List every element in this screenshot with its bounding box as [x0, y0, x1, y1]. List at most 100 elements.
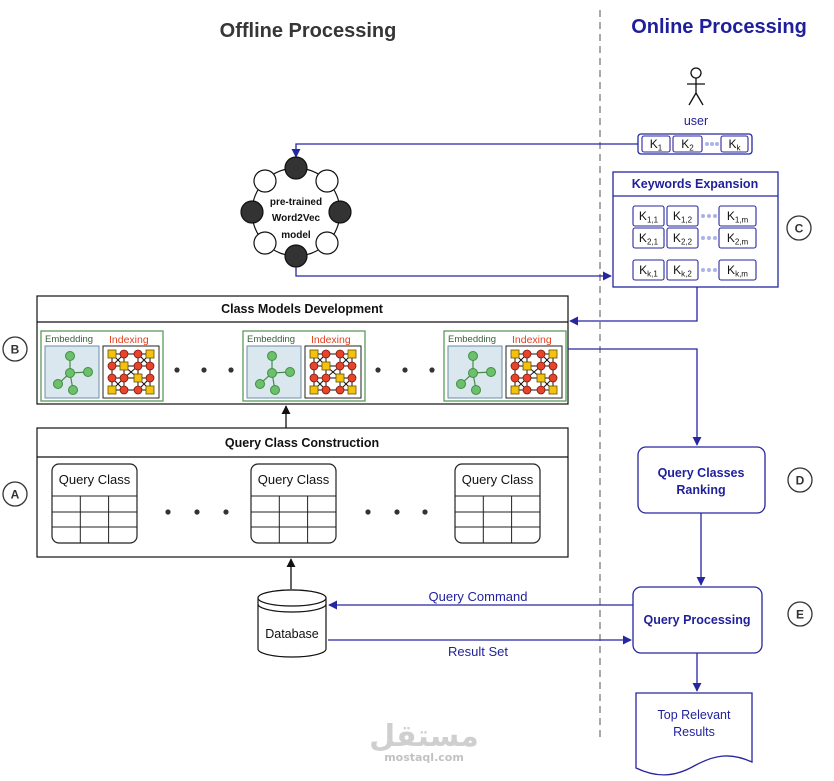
model-node-dark	[284, 156, 308, 180]
step-c-marker: C	[786, 215, 812, 241]
graph-node	[68, 385, 78, 395]
expanded-keyword-base: K	[727, 263, 735, 277]
ellipsis-dot	[228, 367, 234, 373]
ellipsis-dot	[701, 214, 705, 218]
expanded-keyword: Kk,m	[718, 259, 757, 281]
user-keyword-text: K1	[650, 137, 663, 153]
database-rim	[257, 603, 327, 613]
mesh-node-square	[347, 385, 357, 395]
embedding-graph-icon	[44, 345, 100, 399]
database-label: Database	[265, 627, 319, 641]
expanded-keyword-base: K	[727, 231, 735, 245]
user-keyword-subscript: 2	[689, 144, 694, 153]
graph-node	[267, 368, 277, 378]
user-keyword-frame	[641, 135, 671, 153]
user-keyword: Kk	[720, 135, 749, 153]
watermark-arabic: مستقل	[369, 719, 479, 754]
expanded-keyword-subscript: k,2	[681, 270, 692, 279]
user-keyword: K1	[641, 135, 671, 153]
expanded-keyword-text: K2,1	[639, 231, 659, 247]
ellipsis-dot	[223, 509, 229, 515]
expanded-keyword-frame	[632, 227, 665, 249]
mesh-node-square	[335, 373, 345, 383]
indexing-mesh-icon	[102, 345, 160, 399]
embedding-label: Embedding	[247, 334, 295, 345]
query-command-label: Query Command	[429, 589, 528, 604]
mesh-node-square	[536, 373, 546, 383]
mesh-node-circle	[548, 361, 558, 371]
mesh-node-circle	[522, 373, 532, 383]
mesh-node-square	[119, 361, 129, 371]
step-d-letter: D	[796, 474, 805, 488]
embedding-label: Embedding	[45, 334, 93, 345]
graph-node	[468, 368, 478, 378]
expanded-keyword-frame	[666, 227, 699, 249]
result-set-label: Result Set	[448, 644, 508, 659]
arrow-class-models-to-ranking	[568, 348, 702, 446]
indexing-mesh-icon	[505, 345, 563, 399]
expanded-keyword: Kk,1	[632, 259, 665, 281]
step-b-marker: B	[2, 336, 28, 362]
mesh-node-circle	[335, 349, 345, 359]
query-class-table-frame	[250, 463, 337, 544]
ellipsis-dot	[375, 367, 381, 373]
graph-node	[53, 379, 63, 389]
expanded-keyword-base: K	[673, 209, 681, 223]
step-a-circle	[2, 481, 28, 507]
arrow-model-to-expansion	[295, 267, 612, 281]
query-class-table: Query Class	[250, 463, 337, 544]
ellipsis-dot	[422, 509, 428, 515]
mesh-node-circle	[335, 385, 345, 395]
model-node-light	[315, 169, 339, 193]
mesh-node-square	[309, 385, 319, 395]
mesh-node-circle	[548, 373, 558, 383]
user-keyword-subscript: 1	[658, 144, 663, 153]
query-class-table: Query Class	[51, 463, 138, 544]
ellipsis-dot	[707, 214, 711, 218]
mesh-node-circle	[133, 361, 143, 371]
graph-node	[65, 368, 75, 378]
expanded-keyword-subscript: 2,2	[681, 238, 693, 247]
expanded-keyword: K2,2	[666, 227, 699, 249]
results-label-line1: Top Relevant	[658, 708, 731, 722]
expanded-keyword-frame	[666, 205, 699, 227]
mesh-node-circle	[522, 385, 532, 395]
query-class-construction-title: Query Class Construction	[225, 436, 379, 450]
query-class-table-frame	[454, 463, 541, 544]
mesh-node-circle	[536, 349, 546, 359]
expanded-keyword: K1,1	[632, 205, 665, 227]
query-class-table-frame	[51, 463, 138, 544]
user-keyword-text: Kk	[728, 137, 741, 153]
mesh-node-square	[133, 373, 143, 383]
user-right-leg	[695, 92, 704, 106]
user-keyword-frame	[672, 135, 703, 153]
query-processing-title: Query Processing	[644, 613, 751, 627]
user-head	[690, 67, 702, 79]
ellipsis-dot	[365, 509, 371, 515]
user-left-leg	[688, 92, 697, 106]
mesh-node-square	[548, 349, 558, 359]
indexing-label: Indexing	[109, 334, 149, 346]
mesh-node-square	[510, 385, 520, 395]
expanded-keyword: K2,1	[632, 227, 665, 249]
step-e-circle	[787, 601, 813, 627]
query-class-label: Query Class	[462, 472, 534, 487]
user-keyword-list: K1 K2 Kk	[637, 133, 753, 155]
query-processing-box: Query Processing	[632, 586, 763, 654]
results-document-shape	[635, 692, 753, 776]
ellipsis-dot	[402, 367, 408, 373]
expanded-keyword: K1,m	[718, 205, 757, 227]
expanded-keyword-text: Kk,2	[673, 263, 692, 279]
user-keyword-base: K	[681, 137, 689, 151]
step-d-circle	[787, 467, 813, 493]
expanded-keyword-text: Kk,m	[727, 263, 748, 279]
mesh-node-square	[548, 385, 558, 395]
expanded-keyword-subscript: k,m	[735, 270, 748, 279]
graph-node	[456, 379, 466, 389]
mesh-node-circle	[522, 349, 532, 359]
expanded-keyword-text: K1,2	[673, 209, 693, 225]
